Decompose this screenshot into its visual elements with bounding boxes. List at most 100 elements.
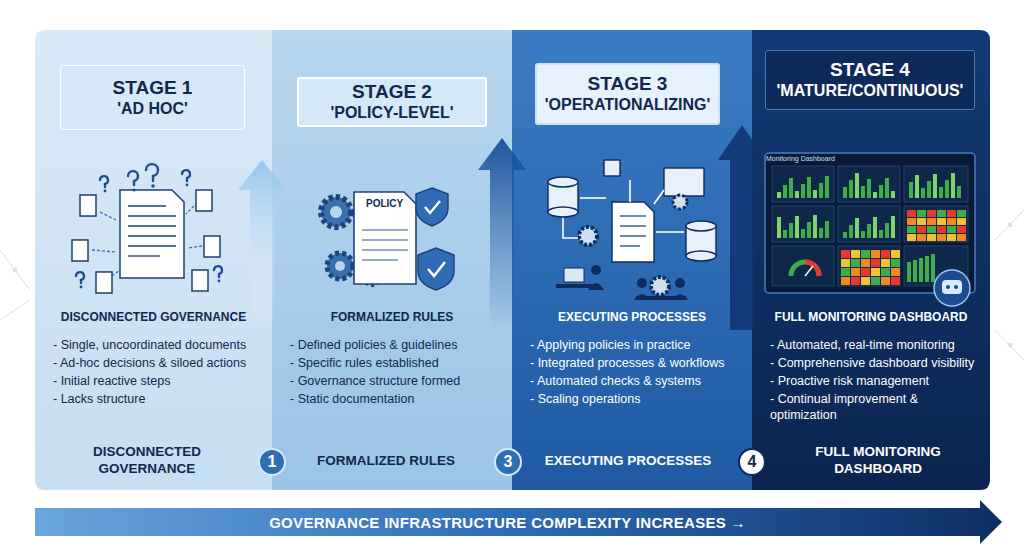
dashboard-mark [861, 186, 865, 198]
bullet-item: - Governance structure formed [290, 373, 506, 389]
dashboard-mark [861, 277, 870, 285]
step-number: 4 [738, 448, 766, 476]
stage-title: STAGE 1 [113, 77, 193, 99]
stage-header-box: STAGE 3'OPERATIONALIZING' [535, 63, 720, 125]
dashboard-mark [777, 217, 781, 238]
dashboard-mark [849, 180, 853, 198]
callout-number: 4 [748, 453, 757, 471]
stage-title: STAGE 4 [830, 59, 910, 81]
dashboard-mark [789, 178, 793, 198]
bullet-item: - Integrated processes & workflows [530, 355, 746, 371]
dashboard-mark [957, 234, 966, 241]
dashboard-mark [927, 226, 936, 233]
bullet-item: - Defined policies & guidelines [290, 337, 506, 353]
dashboard-mark [879, 230, 883, 238]
dashboard-mark [819, 183, 823, 198]
dashboard-mark [871, 277, 880, 285]
dashboard-mark [789, 223, 793, 238]
stage-footer: EXECUTING PROCESSES [528, 435, 728, 485]
stage-header-box: STAGE 4'MATURE/CONTINUOUS' [765, 50, 975, 110]
dashboard-mark [881, 250, 890, 258]
dashboard-mark [951, 173, 955, 198]
stage-name: 'MATURE/CONTINUOUS' [777, 81, 964, 101]
dashboard-mark [861, 268, 870, 276]
stage-name: 'POLICY-LEVEL' [330, 103, 453, 123]
stage-column: FORMALIZED RULES - Defined policies & gui… [272, 30, 512, 490]
bullet-item: - Lacks structure [53, 391, 266, 407]
stage-header-box: STAGE 2'POLICY-LEVEL' [297, 77, 487, 127]
icon-label: POLICY [366, 198, 403, 209]
dashboard-mark [783, 230, 787, 238]
stage-name: 'OPERATIONALIZING' [545, 95, 711, 115]
dashboard-mark [795, 216, 799, 238]
step-number: 1 [258, 448, 286, 476]
dashboard-mark [907, 218, 916, 225]
dashboard-title: Monitoring Dashboard [766, 155, 835, 162]
stage-footer: FULL MONITORING DASHBOARD [778, 435, 978, 485]
dashboard-mark [841, 250, 850, 258]
dashboard-mark [843, 232, 847, 238]
dashboard-mark [867, 179, 871, 198]
bullet-item: - Initial reactive steps [53, 373, 266, 389]
bullet-item: - Scaling operations [530, 391, 746, 407]
bullet-item: - Continual improvement & optimization [770, 391, 984, 423]
stage-header-box: STAGE 1'AD HOC' [60, 65, 245, 130]
bullet-list: - Applying policies in practice - Integra… [530, 337, 746, 409]
dashboard-mark [777, 192, 781, 198]
stage-footer: DISCONNECTED GOVERNANCE [47, 435, 247, 485]
stage-title: STAGE 3 [588, 73, 668, 95]
dashboard-mark [825, 221, 829, 238]
dashboard-mark [937, 234, 946, 241]
dashboard-mark [807, 177, 811, 198]
dashboard-mark [881, 277, 890, 285]
dashboard-mark [849, 225, 853, 238]
bullet-item: - Automated, real-time monitoring [770, 337, 984, 353]
bullet-list: - Automated, real-time monitoring- Compr… [770, 337, 984, 425]
dashboard-mark [945, 180, 949, 198]
dashboard-mark [927, 234, 936, 241]
dashboard-mark [917, 234, 926, 241]
dashboard-mark [917, 210, 926, 217]
dashboard-mark [871, 250, 880, 258]
dashboard-mark [907, 262, 911, 282]
dashboard-mark [925, 256, 929, 282]
stage-footer: FORMALIZED RULES [286, 435, 486, 485]
dashboard-mark [937, 210, 946, 217]
dashboard-mark [927, 218, 936, 225]
dashboard-mark [947, 226, 956, 233]
dashboard-mark [881, 268, 890, 276]
dashboard-mark [921, 188, 925, 198]
bullet-item: - Applying policies in practice [530, 337, 746, 353]
dashboard-mark [957, 186, 961, 198]
dashboard-mark [851, 259, 860, 267]
bullet-list: - Defined policies & guidelines - Specifi… [290, 337, 506, 409]
dashboard-mark [873, 217, 877, 238]
dashboard-mark [957, 218, 966, 225]
dashboard-mark [841, 268, 850, 276]
dashboard-mark [947, 210, 956, 217]
dashboard-mark [885, 223, 889, 238]
bullet-item: - Specific rules established [290, 355, 506, 371]
dashboard-mark [957, 226, 966, 233]
dashboard-mark [861, 231, 865, 238]
dashboard-mark [937, 226, 946, 233]
dashboard-mark [825, 176, 829, 198]
dashboard-mark [909, 182, 913, 198]
bullet-item: - Automated checks & systems [530, 373, 746, 389]
dashboard-mark [813, 190, 817, 198]
dashboard-mark [917, 218, 926, 225]
dashboard-mark [867, 224, 871, 238]
dashboard-mark [841, 277, 850, 285]
callout-number: 3 [504, 453, 513, 471]
stage-column: DISCONNECTED GOVERNANCE- Single, uncoord… [35, 30, 272, 490]
dashboard-mark [855, 218, 859, 238]
dashboard-mark [879, 185, 883, 198]
bullet-item: - Ad-hoc decisions & siloed actions [53, 355, 266, 371]
section-heading: EXECUTING PROCESSES [518, 310, 746, 324]
dashboard-mark [907, 234, 916, 241]
dashboard-mark [851, 277, 860, 285]
dashboard-mark [885, 178, 889, 198]
callout-number: 1 [268, 453, 277, 471]
dashboard-mark [891, 259, 900, 267]
